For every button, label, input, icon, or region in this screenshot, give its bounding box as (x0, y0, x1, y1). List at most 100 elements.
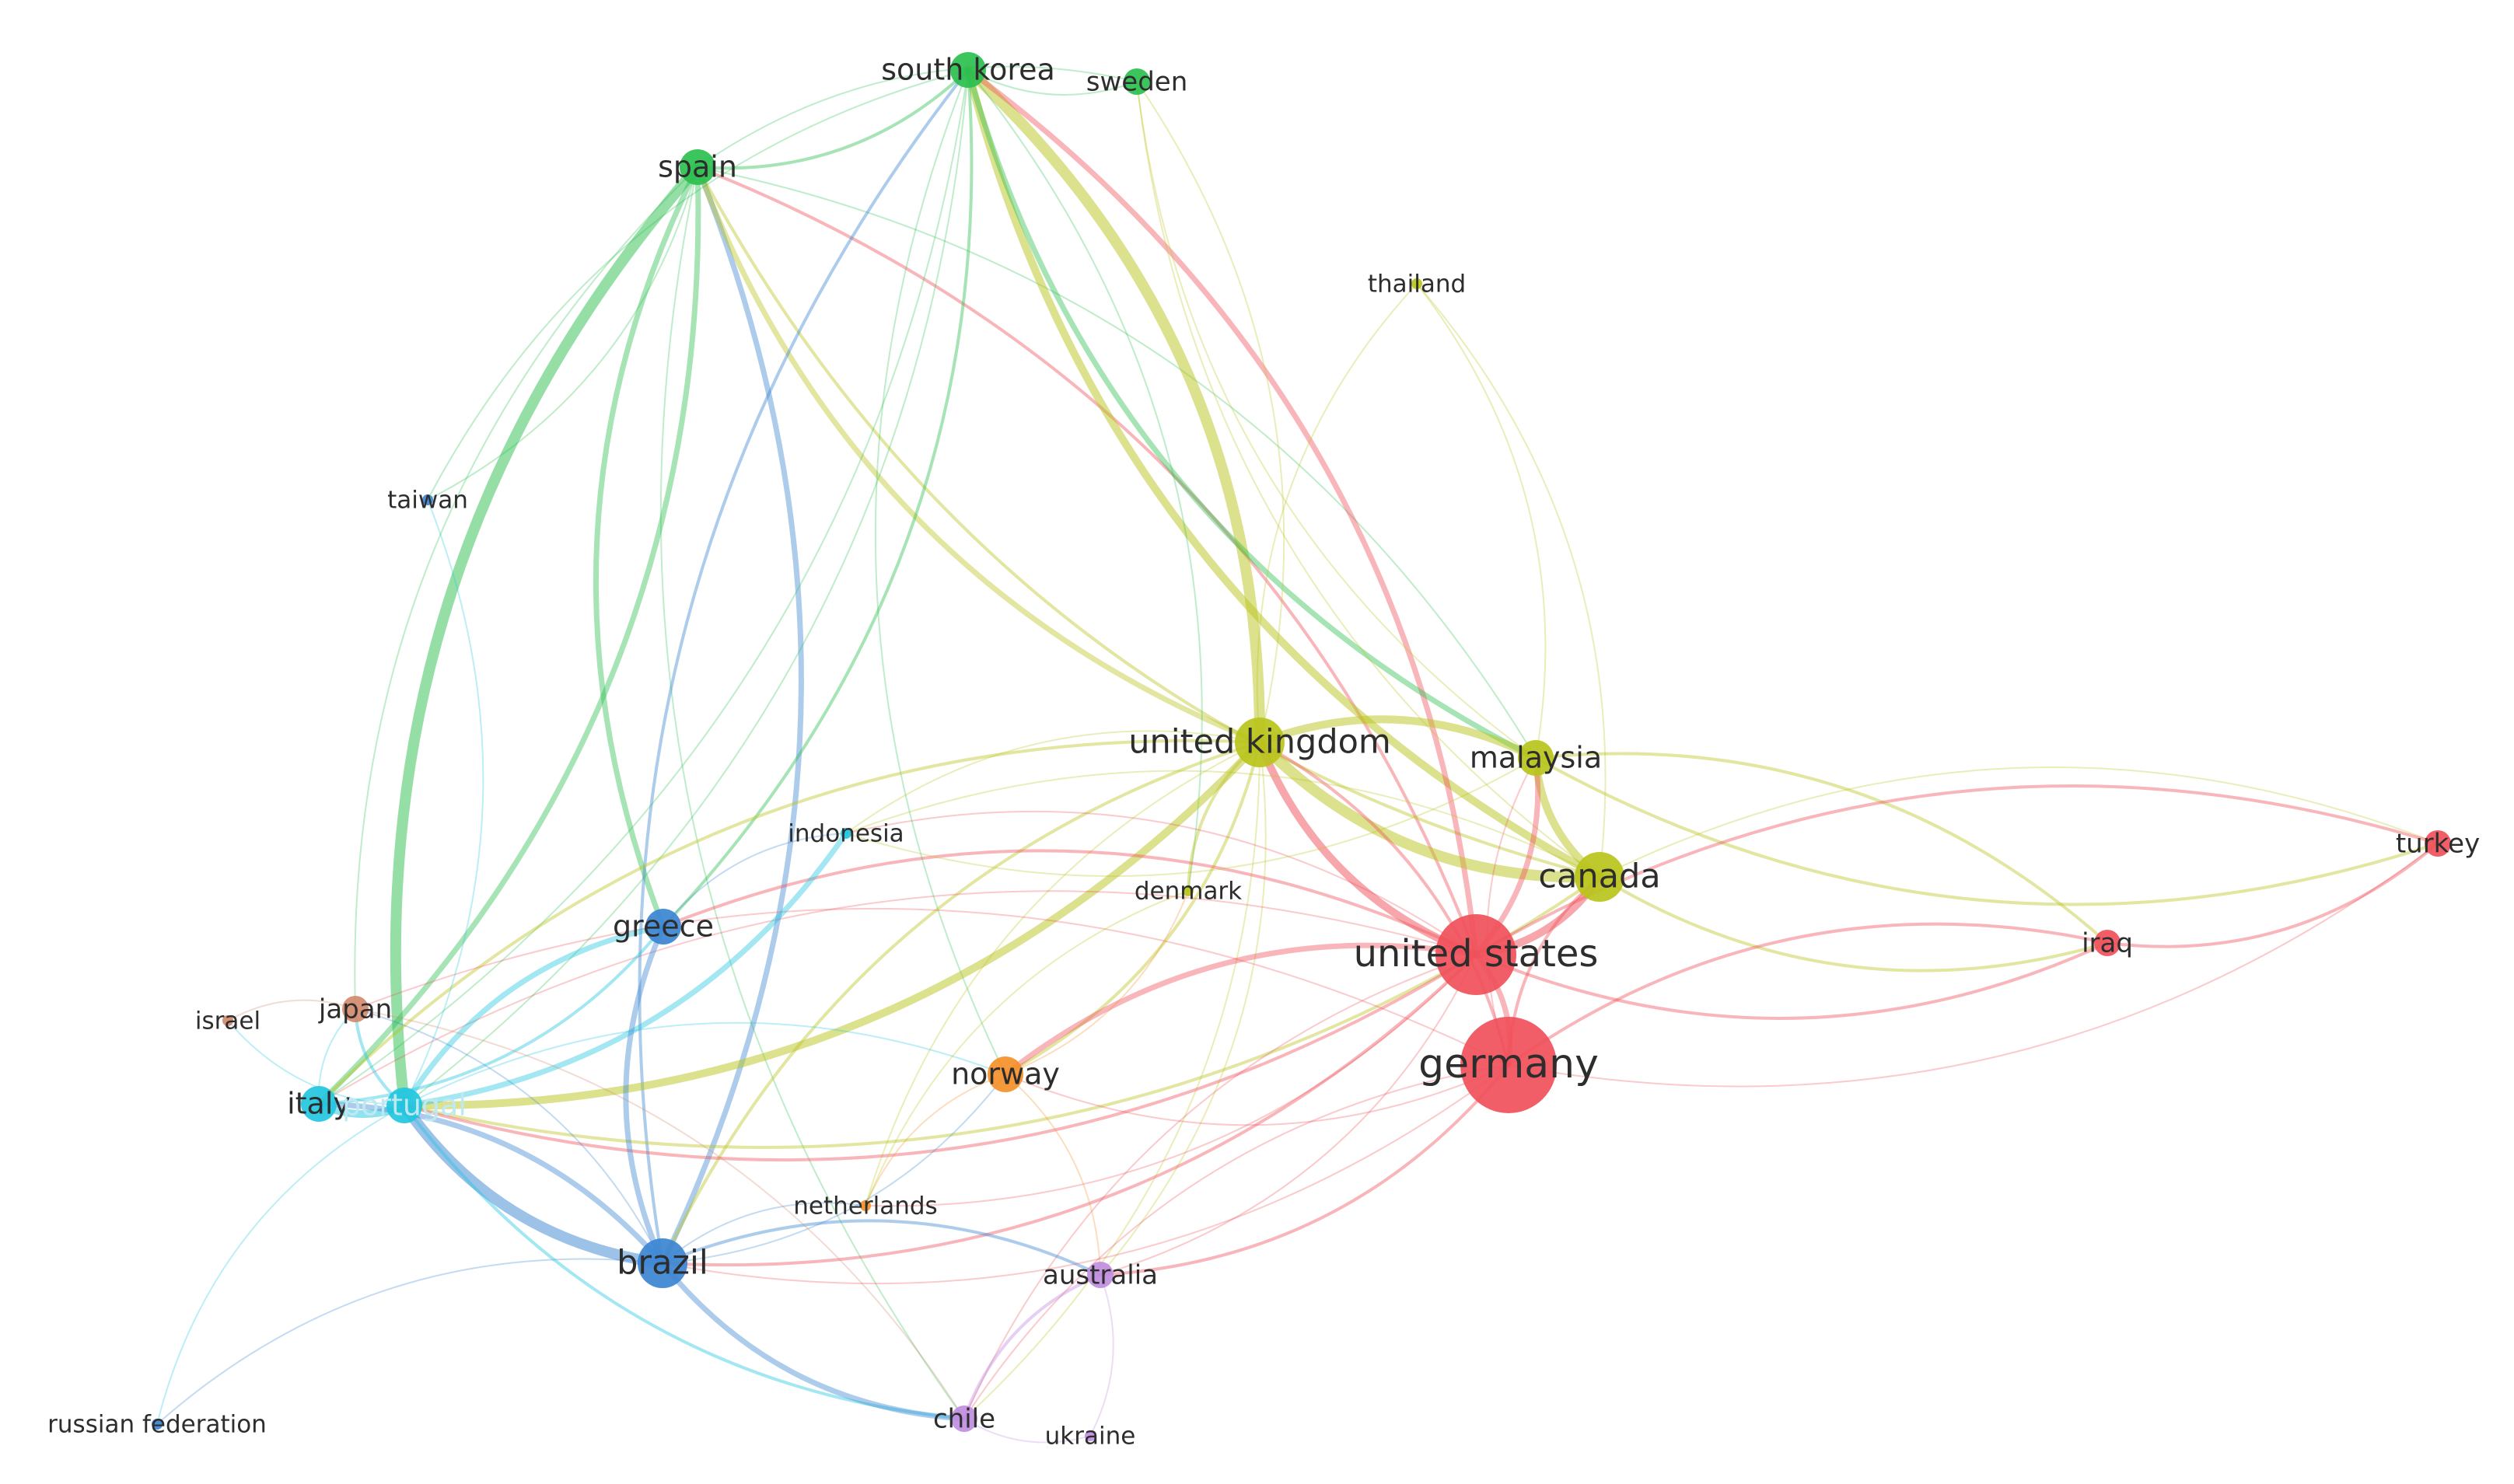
edge-brazil-norway (662, 1074, 1006, 1264)
edge-united-states-norway (1002, 942, 1479, 1077)
edge-taiwan-south-korea (427, 69, 969, 501)
node-russian-federation[interactable] (152, 1419, 163, 1430)
node-ukraine[interactable] (1085, 1430, 1096, 1441)
edge-spain-malaysia (697, 166, 1537, 759)
edge-indonesia-united-kingdom (845, 730, 1260, 834)
edge-spain-greece (593, 164, 701, 930)
edge-portugal-greece (401, 924, 666, 1109)
edge-germany-australia (1099, 1063, 1510, 1276)
label-denmark: denmark (1135, 878, 1242, 906)
edge-spain-sweden (697, 65, 1138, 168)
node-spain[interactable] (680, 149, 715, 185)
edge-south-korea-italy (318, 69, 969, 1105)
edge-south-korea-norway (874, 69, 1006, 1075)
edge-sweden-canada (1136, 81, 1600, 878)
node-indonesia[interactable] (841, 828, 851, 839)
edge-portugal-norway (404, 1021, 1006, 1106)
edge-norway-netherlands (865, 1074, 1006, 1206)
edge-australia-ukraine (1089, 1274, 1114, 1437)
edge-thailand-canada (1416, 283, 1607, 878)
edge-portugal-taiwan (404, 499, 484, 1106)
label-israel: israel (195, 1007, 260, 1035)
edge-denmark-norway (1005, 890, 1189, 1075)
edge-norway-australia (1005, 1074, 1101, 1276)
edge-portugal-russian-federation (156, 1105, 405, 1425)
edge-united-states-australia (1100, 954, 1477, 1276)
edge-germany-brazil (662, 1064, 1509, 1285)
node-chile[interactable] (951, 1405, 977, 1432)
node-sweden[interactable] (1124, 68, 1150, 95)
edge-germany-norway (1005, 1064, 1509, 1126)
node-australia[interactable] (1087, 1262, 1114, 1288)
node-israel[interactable] (222, 1015, 233, 1026)
node-canada[interactable] (1575, 852, 1624, 902)
node-turkey[interactable] (2425, 830, 2451, 857)
edge-united-kingdom-germany (1258, 741, 1510, 1067)
edge-japan-chile (355, 1008, 965, 1419)
node-brazil[interactable] (638, 1238, 687, 1288)
edge-spain-brazil (659, 164, 804, 1266)
edge-greece-brazil (623, 924, 666, 1266)
edge-denmark-netherlands (865, 890, 1189, 1206)
edge-indonesia-malaysia (845, 757, 1537, 878)
edge-south-korea-canada (964, 66, 1603, 881)
node-italy[interactable] (301, 1086, 337, 1122)
edge-brazil-chile (659, 1260, 967, 1422)
label-chile: chile (933, 1404, 995, 1435)
node-netherlands[interactable] (860, 1200, 871, 1211)
edge-brazil-netherlands (662, 1202, 866, 1264)
edge-portugal-chile (403, 1104, 966, 1420)
node-denmark[interactable] (1183, 885, 1194, 896)
node-norway[interactable] (988, 1056, 1023, 1092)
edge-united-kingdom-brazil (661, 741, 1261, 1265)
node-united-kingdom[interactable] (1235, 718, 1285, 767)
node-japan[interactable] (342, 996, 369, 1022)
edge-united-kingdom-canada (1254, 737, 1605, 883)
label-portugal: portugal (342, 1088, 467, 1123)
label-netherlands: netherlands (793, 1192, 937, 1220)
node-malaysia[interactable] (1518, 740, 1554, 776)
edge-south-korea-portugal (404, 69, 969, 1106)
edge-greece-indonesia (663, 833, 847, 927)
edge-united-kingdom-netherlands (865, 742, 1260, 1206)
edge-japan-brazil (355, 1008, 663, 1264)
node-south-korea[interactable] (950, 52, 986, 88)
edge-united-kingdom-norway (1004, 741, 1261, 1076)
edge-spain-united-states (696, 166, 1477, 956)
edge-italy-greece (317, 925, 665, 1105)
edge-spain-united-kingdom (694, 164, 1263, 745)
label-germany: germany (1418, 1041, 1599, 1088)
node-germany[interactable] (1460, 1017, 1557, 1113)
edge-canada-turkey (1599, 766, 2439, 878)
node-iraq[interactable] (2094, 930, 2121, 956)
edge-sweden-malaysia (1136, 81, 1537, 759)
node-united-states[interactable] (1435, 914, 1516, 995)
label-australia: australia (1043, 1260, 1158, 1291)
edge-malaysia-turkey (1534, 756, 2439, 906)
edge-canada-portugal (403, 875, 1601, 1149)
edge-south-korea-malaysia (965, 67, 1539, 761)
edge-portugal-brazil (399, 1100, 668, 1269)
edge-spain-chile (659, 166, 965, 1419)
edge-south-korea-greece (662, 68, 974, 928)
label-south-korea: south korea (881, 53, 1055, 87)
nodes-layer (152, 52, 2451, 1441)
edge-united-states-brazil (661, 953, 1477, 1267)
edge-south-korea-sweden (967, 69, 1138, 96)
edge-australia-chile (963, 1273, 1102, 1420)
node-thailand[interactable] (1411, 278, 1422, 289)
node-greece[interactable] (645, 909, 681, 945)
edge-brazil-russian-federation (156, 1258, 663, 1425)
edge-portugal-israel (227, 1020, 405, 1106)
label-iraq: iraq (2082, 928, 2133, 959)
node-taiwan[interactable] (422, 494, 433, 505)
edge-south-korea-denmark (967, 69, 1203, 892)
edge-united-states-iraq (1474, 941, 2109, 1020)
edge-thailand-united-kingdom (1256, 283, 1418, 743)
edge-japan-israel (227, 999, 356, 1021)
edge-malaysia-iraq (1534, 752, 2109, 945)
node-portugal[interactable] (386, 1088, 422, 1123)
edge-spain-taiwan (427, 166, 698, 501)
label-turkey: turkey (2396, 829, 2480, 860)
